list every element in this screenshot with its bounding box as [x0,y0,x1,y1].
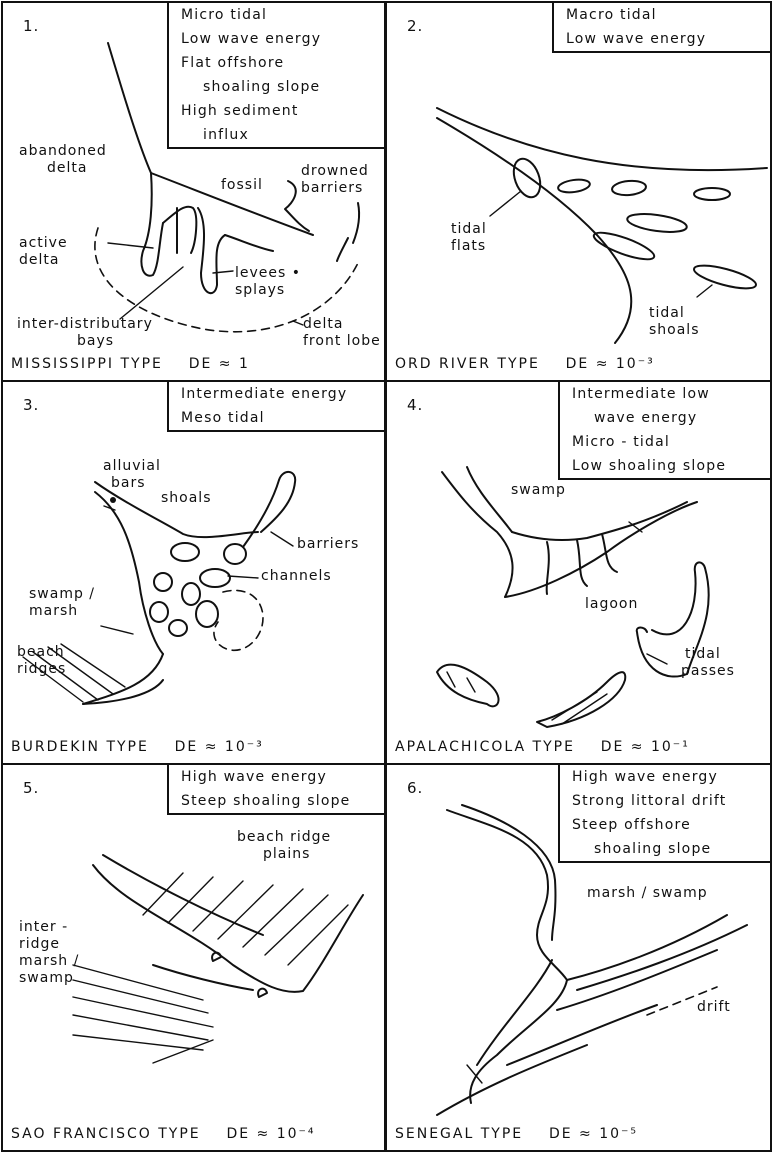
conditions-box: High wave energy Steep shoaling slope [167,763,386,815]
label-shoals: shoals [161,490,212,507]
label-abandoned-delta: abandoned delta [19,143,107,177]
type-footer: SENEGAL TYPE DE ≈ 10⁻⁵ [395,1126,638,1142]
conditions-box: Intermediate energy Meso tidal [167,380,386,432]
conditions-box: High wave energy Strong littoral drift S… [558,763,772,863]
de-value: DE ≈ 10⁻⁴ [226,1126,315,1142]
label-channels: channels [261,568,332,585]
label-drift: drift [697,999,731,1016]
label-drowned-barriers: drowned barriers [301,163,369,197]
condition: Intermediate low [560,382,770,406]
type-footer: BURDEKIN TYPE DE ≈ 10⁻³ [11,739,264,755]
panel-senegal: 6. High wave energy Strong littoral drif… [385,763,772,1152]
condition: High wave energy [169,765,384,789]
condition: wave energy [560,406,770,430]
conditions-box: Intermediate low wave energy Micro - tid… [558,380,772,480]
de-value: DE ≈ 10⁻¹ [601,739,690,755]
condition: Micro - tidal [560,430,770,454]
label-alluvial-bars: alluvial bars [103,458,161,492]
de-value: DE ≈ 1 [189,356,250,372]
label-levees-splays: levees • splays [235,265,301,299]
panel-number: 4. [407,396,423,414]
type-label: MISSISSIPPI TYPE [11,356,163,372]
label-lagoon: lagoon [585,596,638,613]
conditions-box: Macro tidal Low wave energy [552,1,772,53]
label-inter-distributary-bays: inter-distributary bays [17,316,153,350]
label-beach-ridges: beach ridges [17,644,66,678]
panel-sao-francisco: 5. High wave energy Steep shoaling slope… [1,763,386,1152]
label-tidal-passes: tidal passes [681,646,735,680]
type-label: ORD RIVER TYPE [395,356,540,372]
type-footer: SAO FRANCISCO TYPE DE ≈ 10⁻⁴ [11,1126,316,1142]
condition: Steep shoaling slope [169,789,384,813]
condition: shoaling slope [169,75,384,99]
label-swamp-marsh: swamp / marsh [29,586,95,620]
condition: influx [169,123,384,147]
panel-number: 3. [23,396,39,414]
label-delta-front-lobe: delta front lobe [303,316,381,350]
condition: Meso tidal [169,406,384,430]
condition: High wave energy [560,765,770,789]
type-footer: ORD RIVER TYPE DE ≈ 10⁻³ [395,356,655,372]
condition: Low shoaling slope [560,454,770,478]
panel-mississippi: 1. Micro tidal Low wave energy Flat offs… [1,1,386,382]
type-label: APALACHICOLA TYPE [395,739,575,755]
condition: Flat offshore [169,51,384,75]
panel-number: 6. [407,779,423,797]
label-tidal-shoals: tidal shoals [649,305,700,339]
panel-number: 5. [23,779,39,797]
condition: Low wave energy [554,27,770,51]
de-value: DE ≈ 10⁻³ [175,739,264,755]
type-label: SAO FRANCISCO TYPE [11,1126,201,1142]
panel-apalachicola: 4. Intermediate low wave energy Micro - … [385,380,772,765]
ord-river-sketch [387,3,772,382]
panel-ord-river: 2. Macro tidal Low wave energy tidal fla… [385,1,772,382]
label-marsh-swamp: marsh / swamp [587,885,708,902]
panel-number: 1. [23,17,39,35]
condition: Micro tidal [169,3,384,27]
label-active-delta: active delta [19,235,68,269]
label-inter-ridge-marsh-swamp: inter - ridge marsh / swamp [19,919,79,987]
label-beach-ridge-plains: beach ridge plains [237,829,331,863]
condition: Low wave energy [169,27,384,51]
de-value: DE ≈ 10⁻³ [566,356,655,372]
condition: High sediment [169,99,384,123]
label-swamp: swamp [511,482,566,499]
condition: shoaling slope [560,837,770,861]
panel-number: 2. [407,17,423,35]
condition: Strong littoral drift [560,789,770,813]
type-label: BURDEKIN TYPE [11,739,149,755]
condition: Steep offshore [560,813,770,837]
label-barriers: barriers [297,536,359,553]
panel-burdekin: 3. Intermediate energy Meso tidal alluvi… [1,380,386,765]
label-tidal-flats: tidal flats [451,221,487,255]
type-label: SENEGAL TYPE [395,1126,523,1142]
condition: Intermediate energy [169,382,384,406]
label-fossil: fossil [221,177,263,194]
conditions-box: Micro tidal Low wave energy Flat offshor… [167,1,386,149]
condition: Macro tidal [554,3,770,27]
type-footer: MISSISSIPPI TYPE DE ≈ 1 [11,356,250,372]
type-footer: APALACHICOLA TYPE DE ≈ 10⁻¹ [395,739,690,755]
de-value: DE ≈ 10⁻⁵ [549,1126,638,1142]
